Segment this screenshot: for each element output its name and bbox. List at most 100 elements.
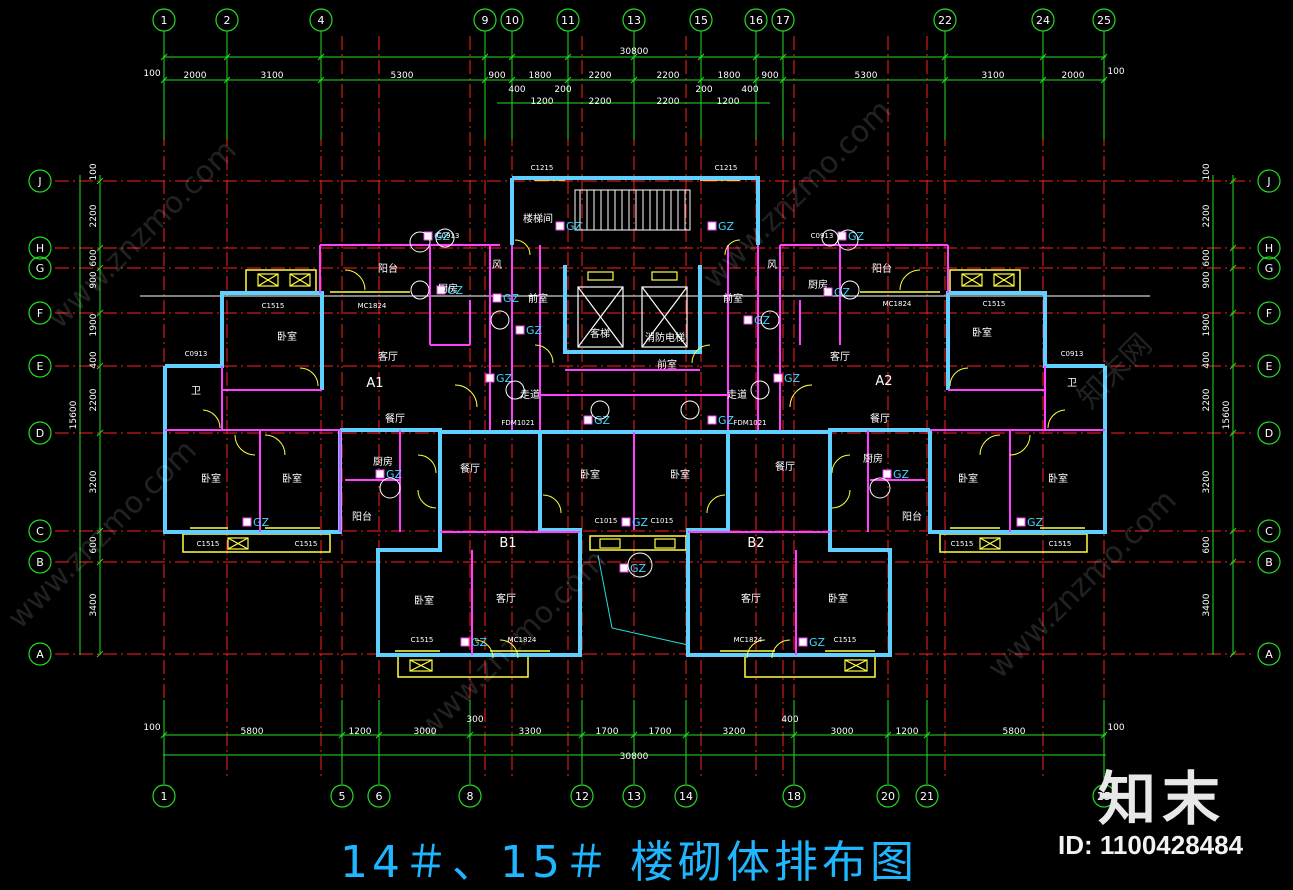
gz-marker: GZ: [436, 284, 464, 297]
gz-marker: GZ: [492, 292, 520, 305]
label-lobby-center: 前室: [657, 358, 677, 371]
dim-left-6: 2200: [89, 388, 99, 411]
axis-left-J: J: [28, 169, 52, 193]
dim-right-1: 2200: [1202, 204, 1212, 227]
dim-bot-5: 1700: [596, 727, 619, 737]
code-c1215-l: C1215: [531, 164, 554, 172]
code-c0913-a1-bath: C0913: [185, 350, 208, 358]
label-living-a2: 客厅: [830, 350, 850, 363]
svg-text:10: 10: [505, 14, 519, 27]
svg-text:GZ: GZ: [471, 636, 488, 649]
svg-text:16: 16: [749, 14, 763, 27]
code-c1515-a2: C1515: [983, 300, 1006, 308]
dim-top-5: 1800: [529, 71, 552, 81]
gz-marker: GZ: [707, 414, 735, 427]
svg-text:GZ: GZ: [496, 372, 513, 385]
dim-top-7: 2200: [657, 71, 680, 81]
dimension-text-bottom: 100 5800 1200 3000 3300 1700 1700 3200 3…: [143, 715, 1124, 762]
svg-text:A: A: [36, 648, 44, 661]
dim-top-6: 2200: [589, 71, 612, 81]
svg-text:E: E: [37, 360, 44, 373]
dim-bot-4: 3300: [519, 727, 542, 737]
svg-text:22: 22: [938, 14, 952, 27]
label-bath-a1: 卫: [191, 386, 201, 397]
svg-text:H: H: [36, 242, 44, 255]
axis-bottom-5: 5: [330, 784, 354, 808]
axis-right-E: E: [1257, 354, 1281, 378]
dim-bot-2: 1200: [349, 727, 372, 737]
code-c0913-a2-bath: C0913: [1061, 350, 1084, 358]
svg-text:D: D: [36, 427, 44, 440]
svg-text:J: J: [1266, 175, 1270, 188]
label-bedroom-b2-a: 卧室: [670, 468, 690, 481]
svg-text:25: 25: [1097, 790, 1111, 803]
svg-text:B: B: [36, 556, 44, 569]
dim-bot-11: 100: [1107, 723, 1124, 733]
dim-bot-6: 1700: [649, 727, 672, 737]
label-shaft-l: 风: [492, 259, 502, 271]
label-bedroom-b1-a: 卧室: [580, 468, 600, 481]
axis-right-A: A: [1257, 642, 1281, 666]
dim-right-5: 400: [1202, 351, 1212, 368]
label-balcony-b1: 阳台: [352, 510, 372, 523]
label-balcony-a2: 阳台: [872, 262, 892, 275]
svg-text:1: 1: [161, 790, 168, 803]
dim-right-4: 1900: [1202, 313, 1212, 336]
unit-labels: A1 A2 B1 B2: [366, 374, 892, 551]
gz-marker: GZ: [773, 372, 801, 385]
dim-top-11: 3100: [982, 71, 1005, 81]
dim-right-6: 2200: [1202, 388, 1212, 411]
axis-top-11: 11: [556, 8, 580, 32]
gz-marker: GZ: [515, 324, 543, 337]
svg-text:9: 9: [482, 14, 489, 27]
axis-top-9: 9: [473, 8, 497, 32]
label-fire-elevator: 消防电梯: [645, 331, 685, 344]
dim-top-1: 2000: [184, 71, 207, 81]
dim-right-0: 100: [1202, 163, 1212, 180]
gz-marker: GZ: [823, 286, 851, 299]
dim-top-2: 3100: [261, 71, 284, 81]
code-c1015-l: C1015: [595, 517, 618, 525]
svg-text:13: 13: [627, 14, 641, 27]
dim-right-3: 900: [1202, 271, 1212, 288]
svg-text:F: F: [37, 307, 43, 320]
dim-bot-extra-1: 400: [781, 715, 798, 725]
row-grid-lines: [55, 180, 1255, 655]
dim-left-9: 3400: [89, 593, 99, 616]
axis-top-25: 25: [1092, 8, 1116, 32]
code-fdm1021-l: FDM1021: [501, 419, 534, 427]
opening-codes: C1215 C1215 C0913 C0913 C0913 C0913 C151…: [185, 164, 1084, 644]
code-c1515-a2-c: C1515: [1049, 540, 1072, 548]
label-living-b2: 客厅: [741, 592, 761, 605]
label-kitchen-b1: 厨房: [373, 455, 393, 468]
axis-left-F: F: [28, 301, 52, 325]
svg-text:G: G: [1265, 262, 1274, 275]
label-dining-b2: 餐厅: [775, 460, 795, 473]
code-c1515-a1: C1515: [262, 302, 285, 310]
gz-marker: GZ: [555, 220, 583, 233]
label-kitchen-a2: 厨房: [808, 278, 828, 291]
unit-b1: B1: [499, 536, 516, 551]
axis-top-16: 16: [744, 8, 768, 32]
label-dining-a1: 餐厅: [385, 412, 405, 425]
axis-top-1: 1: [152, 8, 176, 32]
label-shaft-r: 风: [767, 259, 777, 271]
svg-text:GZ: GZ: [630, 562, 647, 575]
dimension-text-right: 15600 100 2200 600 900 1900 400 2200 320…: [1202, 163, 1232, 616]
axis-top-24: 24: [1031, 8, 1055, 32]
dim-top-9: 900: [761, 71, 778, 81]
gz-marker: GZ: [621, 516, 649, 529]
dim-right-7: 3200: [1202, 470, 1212, 493]
axis-left-A: A: [28, 642, 52, 666]
svg-text:4: 4: [318, 14, 325, 27]
svg-text:B: B: [1265, 556, 1273, 569]
label-living-b1: 客厅: [496, 592, 516, 605]
code-mc1824-b2: MC1824: [734, 636, 763, 644]
axis-bottom-12: 12: [570, 784, 594, 808]
gz-marker: GZ: [485, 372, 513, 385]
label-corridor-r: 走道: [727, 388, 747, 401]
axis-left-E: E: [28, 354, 52, 378]
